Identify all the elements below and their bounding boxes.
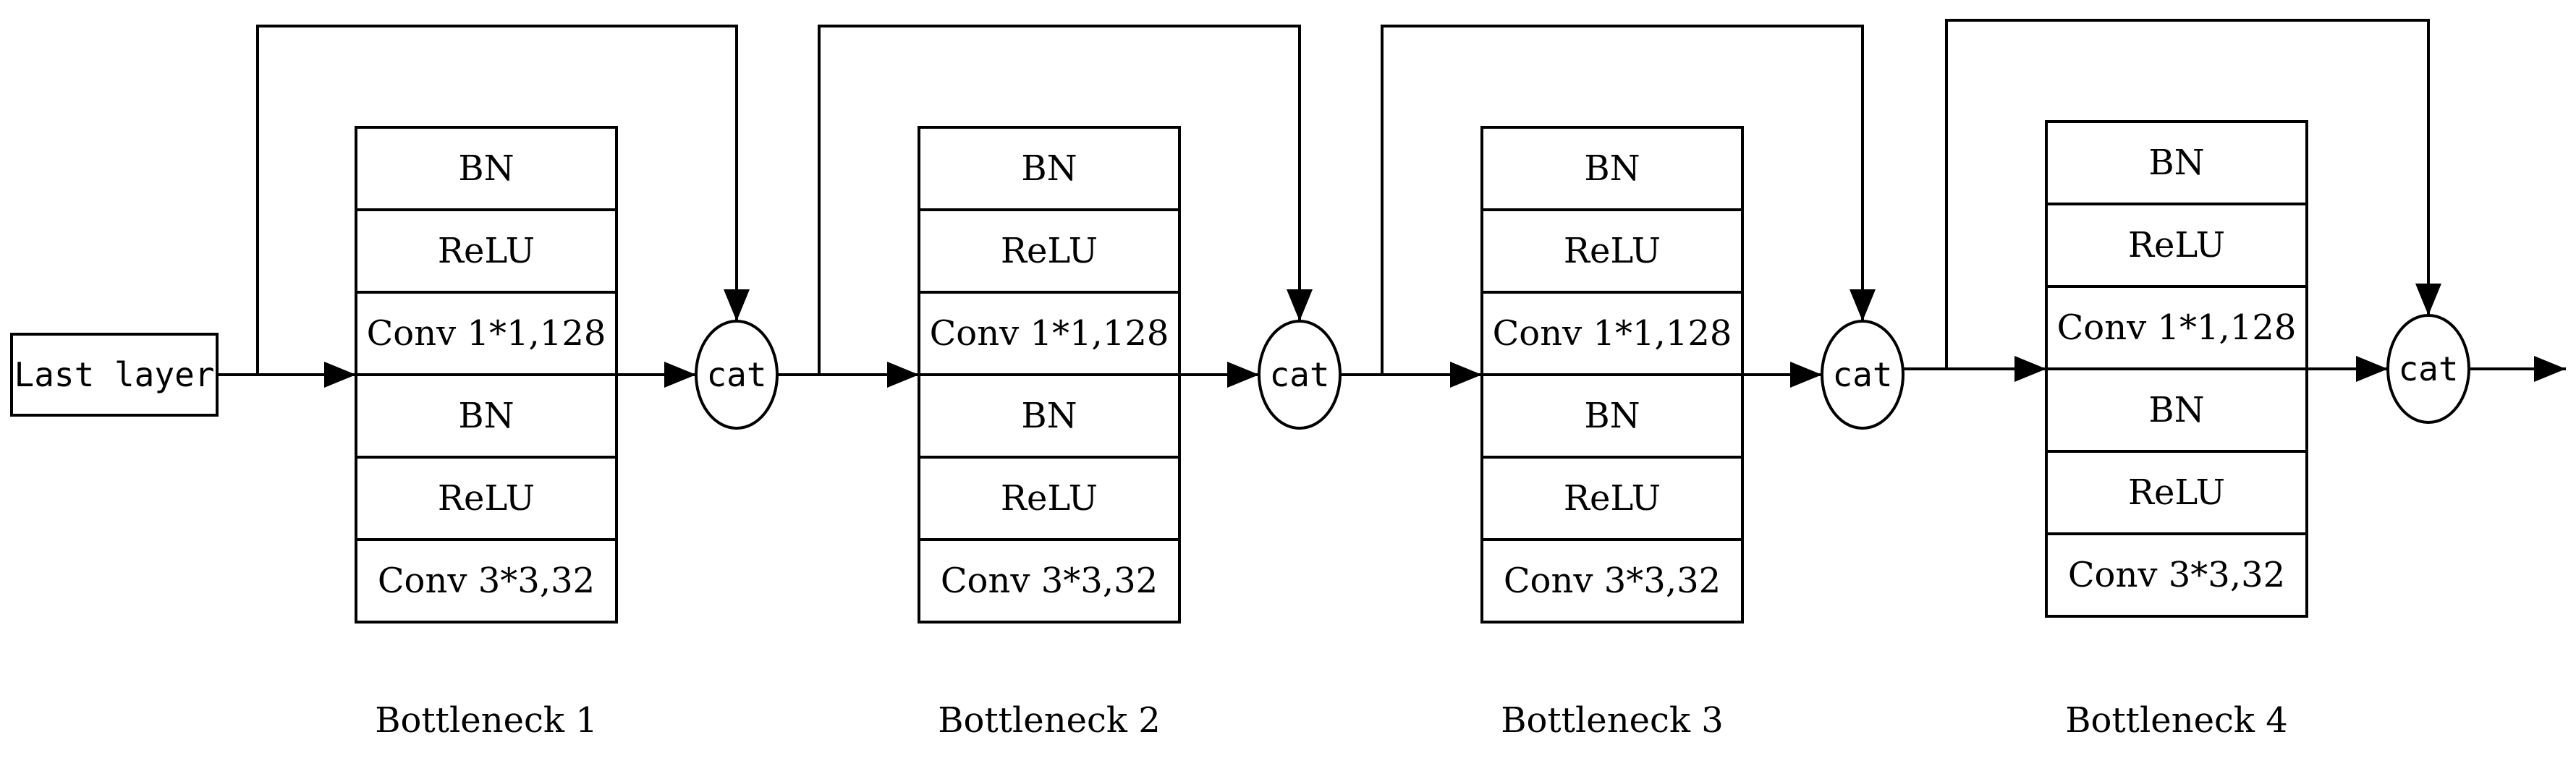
arrow-head [324, 362, 356, 388]
layer-box [2045, 285, 2308, 370]
layer-label: ReLU [2128, 225, 2225, 265]
input-node: Last layer [10, 333, 219, 417]
bottleneck-caption: Bottleneck 3 [1501, 700, 1724, 741]
layer-box [918, 538, 1181, 624]
layer-label: BN [1584, 148, 1640, 189]
layer-box [2045, 450, 2308, 535]
arrow-head [1850, 289, 1876, 321]
layer-box [918, 208, 1181, 294]
arrow-head [664, 362, 696, 388]
layer-box [918, 291, 1181, 376]
arrow-head [1450, 362, 1482, 388]
layer-label: BN [458, 148, 514, 189]
layer-box [1480, 373, 1744, 459]
layer-label: BN [1021, 148, 1077, 189]
cat-node: cat [1821, 320, 1905, 430]
layer-box [918, 126, 1181, 211]
bottleneck-caption: Bottleneck 1 [375, 700, 598, 741]
cat-label: cat [1269, 355, 1329, 394]
layer-label: Conv 3*3,32 [1504, 561, 1721, 601]
layer-label: ReLU [2128, 472, 2225, 513]
layer-label: Conv 3*3,32 [941, 561, 1158, 601]
layer-box [355, 456, 618, 541]
layer-label: ReLU [1001, 231, 1098, 271]
layer-box [355, 538, 618, 624]
layer-label: Conv 1*1,128 [2057, 307, 2297, 348]
skip-connection [818, 25, 1301, 375]
arrow-head [2356, 356, 2388, 382]
layer-box [2045, 203, 2308, 288]
layer-box [355, 126, 618, 211]
layer-box [1480, 126, 1744, 211]
cat-label: cat [706, 355, 766, 394]
cat-node: cat [2386, 314, 2470, 424]
layer-box [1480, 538, 1744, 624]
layer-box [918, 456, 1181, 541]
arrow-head [724, 289, 750, 321]
layer-box [2045, 532, 2308, 618]
layer-label: BN [2148, 390, 2204, 430]
layer-label: Conv 1*1,128 [930, 313, 1169, 354]
connections-group [217, 19, 2566, 388]
layer-box [355, 291, 618, 376]
cat-node: cat [1258, 320, 1342, 430]
layer-label: Conv 3*3,32 [378, 561, 595, 601]
arrow-head [1790, 362, 1822, 388]
layer-box [2045, 120, 2308, 205]
arrow-head [1227, 362, 1259, 388]
layer-label: BN [1584, 396, 1640, 436]
layer-label: ReLU [1564, 478, 1661, 519]
arrow-head [2014, 356, 2046, 382]
input-label: Last layer [14, 355, 215, 394]
layer-label: ReLU [1001, 478, 1098, 519]
cat-node: cat [695, 320, 779, 430]
arrow-head [2415, 284, 2441, 315]
layer-label: Conv 3*3,32 [2068, 555, 2285, 595]
arrow-head [887, 362, 919, 388]
skip-connection [1945, 19, 2430, 369]
bottleneck-caption: Bottleneck 4 [2065, 700, 2288, 741]
layer-label: Conv 1*1,128 [367, 313, 606, 354]
cat-label: cat [2398, 349, 2458, 388]
output-arrow-head [2534, 356, 2566, 382]
arrow-head [1287, 289, 1313, 321]
skip-connection [1381, 25, 1864, 375]
layer-label: ReLU [438, 478, 535, 519]
cat-label: cat [1832, 355, 1892, 394]
layer-label: BN [2148, 142, 2204, 183]
layer-box [1480, 291, 1744, 376]
layer-box [1480, 208, 1744, 294]
layer-label: BN [458, 396, 514, 436]
layer-label: ReLU [438, 231, 535, 271]
input-box [10, 333, 219, 417]
bottleneck-caption: Bottleneck 2 [938, 700, 1161, 741]
layer-box [1480, 456, 1744, 541]
skip-connection [256, 25, 738, 375]
layer-label: Conv 1*1,128 [1493, 313, 1732, 354]
layer-label: BN [1021, 396, 1077, 436]
layer-label: ReLU [1564, 231, 1661, 271]
